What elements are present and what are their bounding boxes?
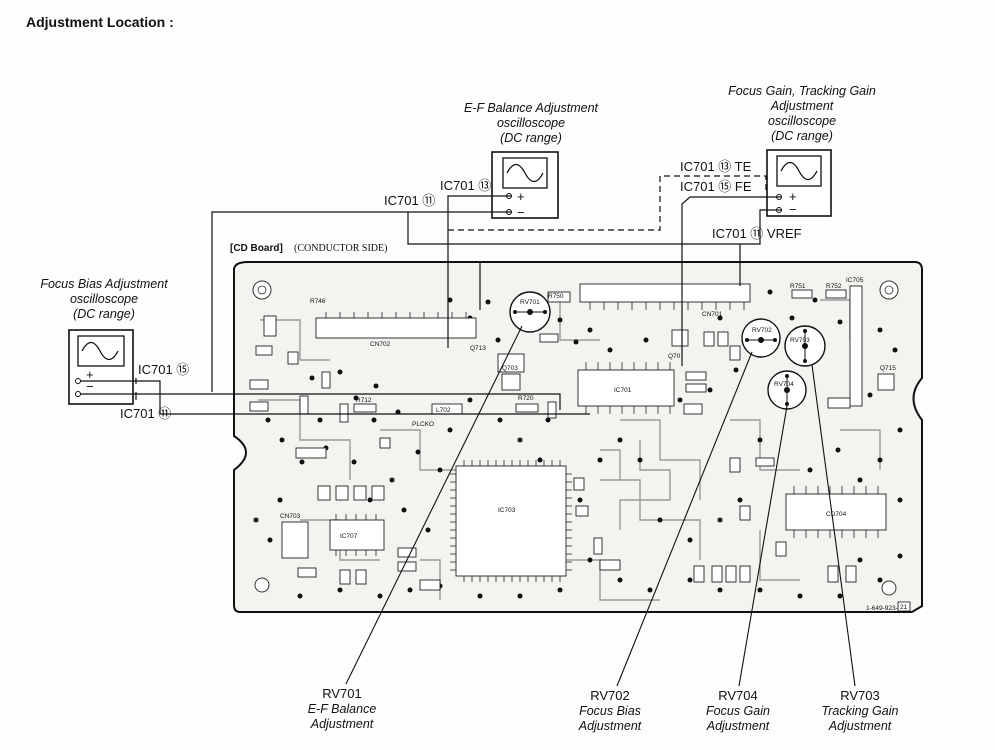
q713-label: Q713 <box>470 345 486 352</box>
component-labels: R750 R751 R752 R746 L702 R712 R720 PLCKO… <box>310 283 911 612</box>
ic701-13-te-label: IC701 ⑬ TE <box>680 159 752 174</box>
callout-rv704-line1: Focus Gain <box>706 704 770 718</box>
rv701-pot: RV701 <box>509 291 551 333</box>
cn703: CN703 <box>280 513 309 559</box>
ic705: IC705 <box>846 277 864 407</box>
fb-minus: − <box>86 379 94 394</box>
ic701: IC701 <box>577 362 675 414</box>
page-title: Adjustment Location : <box>26 14 174 30</box>
sine-wave-icon <box>81 341 119 361</box>
sine-wave-icon <box>506 163 544 183</box>
board-traces <box>258 299 881 601</box>
cn701-connector: CN701 <box>579 283 751 318</box>
rv704-pot: RV704 <box>767 370 807 410</box>
fg-scope-line2: Adjustment <box>770 99 834 113</box>
ic701-13-label: IC701 ⑬ <box>440 178 491 193</box>
q70-label: Q70 <box>668 353 681 360</box>
fb-scope-line2: oscilloscope <box>70 292 138 306</box>
pin-labels: IC701 ⑪ IC701 ⑬ IC701 ⑬ TE IC701 ⑮ FE IC… <box>120 159 802 421</box>
q703-label: Q703 <box>502 365 518 372</box>
fg-scope-line4: (DC range) <box>771 129 833 143</box>
pldck-label: PLCKO <box>412 421 434 428</box>
callout-leaders <box>345 325 856 687</box>
callout-rv703-line1: Tracking Gain <box>822 704 899 718</box>
board-revision: 21 <box>900 604 908 611</box>
callout-rv701: RV701 E-F Balance Adjustment <box>308 686 377 731</box>
rv702-pot: RV702 <box>741 318 781 358</box>
board-label-name: [CD Board] <box>230 243 283 254</box>
rv701-pot-label: RV701 <box>520 299 540 306</box>
cn702-label: CN702 <box>370 341 391 348</box>
fg-plus: + <box>789 189 797 204</box>
focus-bias-scope: Focus Bias Adjustment oscilloscope (DC r… <box>40 277 168 405</box>
focus-tracking-gain-scope: Focus Gain, Tracking Gain Adjustment osc… <box>728 84 876 217</box>
fb-scope-line3: (DC range) <box>73 307 135 321</box>
r750-label: R750 <box>548 293 564 300</box>
r751-label: R751 <box>790 283 806 290</box>
l702-label: L702 <box>436 407 451 414</box>
fb-plus: + <box>86 367 94 382</box>
rv703-pot-label: RV703 <box>790 337 810 344</box>
r746-label: R746 <box>310 298 326 305</box>
callout-rv702-line1: Focus Bias <box>579 704 641 718</box>
cn701-label: CN701 <box>702 311 723 318</box>
callout-rv704: RV704 Focus Gain Adjustment <box>706 688 770 733</box>
fg-scope-line3: oscilloscope <box>768 114 836 128</box>
fg-scope-title: Focus Gain, Tracking Gain <box>728 84 876 98</box>
r712-label: R712 <box>356 397 372 404</box>
fb-scope-title: Focus Bias Adjustment <box>40 277 168 291</box>
callout-rv703-ref: RV703 <box>840 688 880 703</box>
ef-balance-scope: E-F Balance Adjustment oscilloscope (DC … <box>464 101 599 220</box>
callout-rv701-line1: E-F Balance <box>308 702 377 716</box>
ic703-label: IC703 <box>498 507 516 514</box>
cn703-label: CN703 <box>280 513 301 520</box>
sine-wave-icon <box>780 161 818 181</box>
callout-rv703: RV703 Tracking Gain Adjustment <box>822 688 899 733</box>
ef-plus: + <box>517 189 525 204</box>
r752-label: R752 <box>826 283 842 290</box>
ic704: CD704 <box>785 486 887 538</box>
probe-wires <box>80 175 781 415</box>
callout-rv701-line2: Adjustment <box>310 717 374 731</box>
callout-rv702: RV702 Focus Bias Adjustment <box>578 688 642 733</box>
passives <box>249 289 895 591</box>
rv704-pot-label: RV704 <box>774 381 794 388</box>
callout-rv702-ref: RV702 <box>590 688 630 703</box>
callout-rv701-ref: RV701 <box>322 686 362 701</box>
ef-minus: − <box>517 205 525 220</box>
callout-rv703-line2: Adjustment <box>828 719 892 733</box>
callout-rv704-ref: RV704 <box>718 688 758 703</box>
ef-scope-line2: oscilloscope <box>497 116 565 130</box>
ic703: IC703 <box>450 460 572 582</box>
cd-board: CN702 CN701 IC705 <box>233 261 923 613</box>
ic701-label: IC701 <box>614 387 632 394</box>
ef-scope-line3: (DC range) <box>500 131 562 145</box>
rv702-pot-label: RV702 <box>752 327 772 334</box>
ic707-label: IC707 <box>340 533 358 540</box>
r720-label: R720 <box>518 395 534 402</box>
solder-dots <box>253 289 903 599</box>
ic705-label: IC705 <box>846 277 864 284</box>
ic704-label: CD704 <box>826 511 847 518</box>
callout-rv702-line2: Adjustment <box>578 719 642 733</box>
fg-minus: − <box>789 202 797 217</box>
q715-label: Q715 <box>880 365 896 372</box>
ic701-11-top-label: IC701 ⑪ <box>384 193 435 208</box>
ic701-11-vref-label: IC701 ⑪ VREF <box>712 226 802 241</box>
rv703-pot: RV703 <box>784 325 826 367</box>
board-label-side: (CONDUCTOR SIDE) <box>294 243 387 254</box>
ef-scope-title: E-F Balance Adjustment <box>464 101 599 115</box>
board-label: [CD Board] (CONDUCTOR SIDE) <box>230 243 387 254</box>
ic707: IC707 <box>329 514 385 556</box>
ic701-11-left-label: IC701 ⑪ <box>120 406 171 421</box>
cn702-connector: CN702 <box>315 312 477 348</box>
board-number: 1-649-923- <box>866 605 898 612</box>
ic701-15-left-label: IC701 ⑮ <box>138 362 189 377</box>
ic701-15-fe-label: IC701 ⑮ FE <box>680 179 752 194</box>
callout-rv704-line2: Adjustment <box>706 719 770 733</box>
